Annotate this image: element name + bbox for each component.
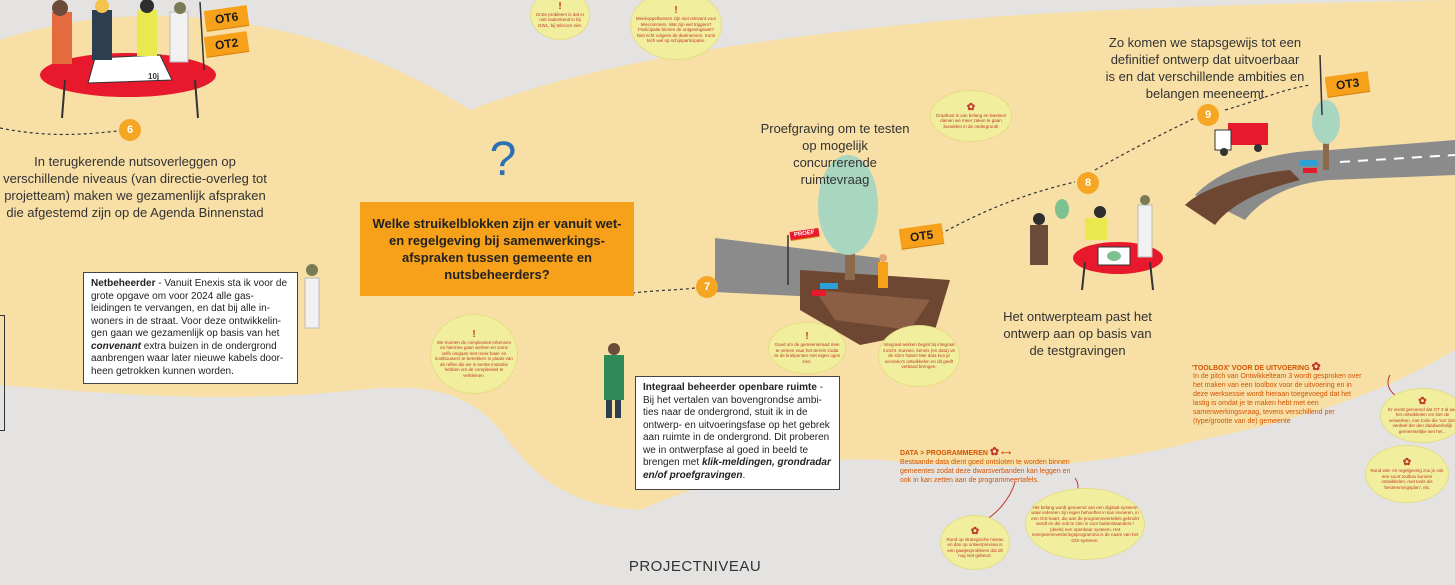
integraal-text: - Bij het vertalen van bovengrondse ambi… <box>643 382 830 468</box>
note-6-text: Integraal werken begint bij integraal in… <box>883 342 955 370</box>
note-4-text: We moeten de complexiteit erkennen en hi… <box>435 339 513 378</box>
gear-icon: ✿ <box>989 446 1000 458</box>
note-3-text: Graafrust is van belang en kwetsen diene… <box>935 112 1007 129</box>
person-figure-netbeheerder <box>304 264 320 329</box>
note-9-text: Het belang wordt genoemd van een digitaa… <box>1031 504 1139 543</box>
toolbox-title-text: 'TOOLBOX' VOOR DE UITVOERING <box>1192 365 1310 372</box>
arrows-icon: ⟷ <box>1001 450 1012 457</box>
caption-step-8: Het ontwerpteam past het ontwerp aan op … <box>1003 309 1152 358</box>
alert-icon: ! <box>674 5 678 17</box>
note-6: Integraal werken begint bij integraal in… <box>878 325 960 387</box>
gear-icon: ✿ <box>1402 457 1412 468</box>
caption-proefgraving: Proefgraving om te testen op mogelijk co… <box>760 121 910 187</box>
caption-step-9: Zo komen we stapsgewijs tot een definiti… <box>1105 35 1305 101</box>
caption-step-6: In terugkerende nutsoverleggen op versch… <box>3 154 267 220</box>
road-construction-illustration <box>1185 54 1455 225</box>
question-box: Welke struikelblokken zijn er vanuit wet… <box>360 202 634 296</box>
note-7-text: Er wordt genoemd dat OT 3 al aan het ont… <box>1388 406 1455 434</box>
note-8-text: Rond wet- en regelgeving zou je ook een … <box>1370 468 1444 490</box>
note-10: ✿Rond op strategische niveau en dan op o… <box>940 515 1010 570</box>
step-6: 6 <box>119 119 141 141</box>
note-5: !Goed om de gemeenteraad mee te nemen na… <box>768 322 846 374</box>
note-10-text: Rond op strategische niveau en dan op on… <box>946 536 1004 559</box>
toolbox-body: In de pitch van Ontwikkelteam 3 wordt ge… <box>1193 373 1362 425</box>
meeting-table-illustration: 10j <box>40 0 216 119</box>
netbeheerder-rest: extra buizen in de ondergrond aanbrengen… <box>91 340 284 377</box>
integraal-emphasis: klik-meldingen, grondradar en/of proefgr… <box>643 457 831 481</box>
projectniveau-label: PROJECTNIVEAU <box>628 558 762 575</box>
netbeheerder-title: Netbeheerder <box>91 278 156 289</box>
alert-icon: ! <box>472 328 476 340</box>
svg-text:10j: 10j <box>148 72 159 81</box>
person-figure-integraal <box>604 343 624 418</box>
gear-icon: ✿ <box>1311 361 1321 373</box>
step-9: 9 <box>1197 104 1219 126</box>
note-7: ✿Er wordt genoemd dat OT 3 al aan het on… <box>1380 388 1455 443</box>
gear-icon: ✿ <box>1418 395 1427 407</box>
toolbox-title: 'TOOLBOX' VOOR DE UITVOERING ✿ <box>1192 360 1321 373</box>
note-2-text: Meekoppelkansen zijn niet relevant voor … <box>635 16 717 44</box>
left-frame <box>0 315 5 431</box>
note-9: Het belang wordt genoemd van een digitaa… <box>1025 488 1145 560</box>
note-5-text: Goed om de gemeenteraad mee te nemen naa… <box>773 342 841 364</box>
integraal-rest: . <box>742 469 746 481</box>
alert-icon: ! <box>558 0 562 12</box>
note-4: !We moeten de complexiteit erkennen en h… <box>430 314 518 394</box>
step-7: 7 <box>696 276 718 298</box>
gear-icon: ✿ <box>970 525 980 537</box>
data-programmeren-title: DATA > PROGRAMMEREN ✿ ⟷ <box>900 445 1011 458</box>
question-mark-icon: ? <box>489 133 517 186</box>
netbeheerder-emphasis: convenant <box>91 340 142 352</box>
data-programmeren-body: Bestaande data dient goed ontsloten te w… <box>900 459 1071 484</box>
note-1: !Grote probleem is dat er niet nadenkend… <box>530 0 590 40</box>
integraal-title: Integraal beheerder openbare ruimte <box>643 382 817 393</box>
data-programmeren-title-text: DATA > PROGRAMMEREN <box>900 450 988 457</box>
note-1-text: Grote probleem is dat er niet nadenkend … <box>535 11 585 28</box>
gear-icon: ✿ <box>966 101 976 113</box>
design-team-illustration <box>1030 195 1163 291</box>
note-3: ✿Graafrust is van belang en kwetsen dien… <box>930 90 1012 142</box>
netbeheerder-box: Netbeheerder - Vanuit Enexis sta ik voor… <box>83 272 298 384</box>
integraal-beheerder-box: Integraal beheerder openbare ruimte - Bi… <box>635 376 840 490</box>
alert-icon: ! <box>805 331 809 342</box>
note-2: !Meekoppelkansen zijn niet relevant voor… <box>630 0 722 60</box>
note-8: ✿Rond wet- en regelgeving zou je ook een… <box>1365 445 1449 503</box>
netbeheerder-text: - Vanuit Enexis sta ik voor de grote opg… <box>91 278 288 339</box>
step-8: 8 <box>1077 172 1099 194</box>
